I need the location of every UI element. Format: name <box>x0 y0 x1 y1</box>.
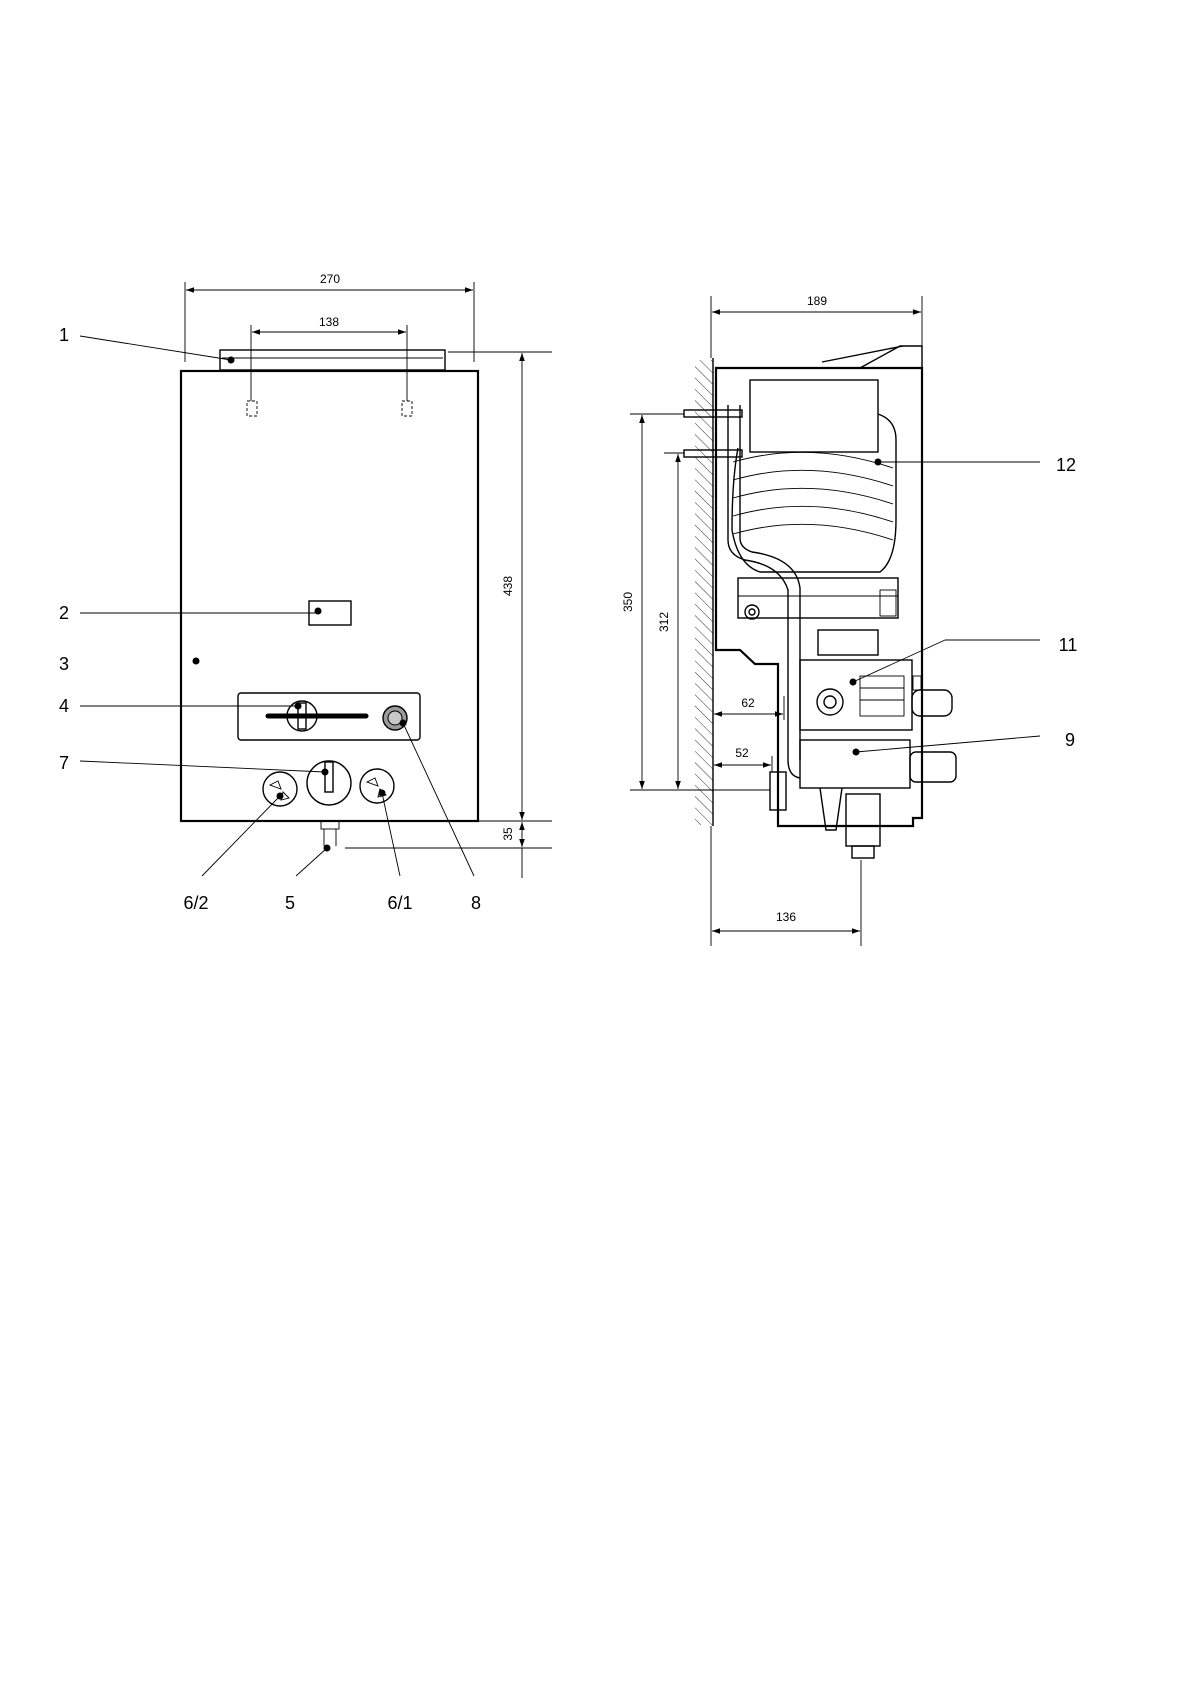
outlet-nozzle <box>846 794 880 846</box>
dim-depth: 189 <box>807 294 827 308</box>
water-pipe <box>728 405 800 778</box>
dim-hanger-spacing: 138 <box>319 315 339 329</box>
front-view: 270 138 438 35 1 2 <box>59 272 552 913</box>
callout-2: 2 <box>59 603 69 623</box>
callout-4: 4 <box>59 696 69 716</box>
side-view: 189 350 312 62 52 136 12 11 9 <box>621 294 1077 946</box>
callout-12: 12 <box>1056 455 1076 475</box>
callout-6-2: 6/2 <box>183 893 208 913</box>
dim-wall-to-gas-inlet: 62 <box>741 696 755 710</box>
callout-1: 1 <box>59 325 69 345</box>
outlet-fitting <box>321 821 339 829</box>
water-inlet-fitting <box>910 752 956 782</box>
callout-7: 7 <box>59 753 69 773</box>
callout-3: 3 <box>59 654 69 674</box>
wall-hatch <box>695 360 713 825</box>
callout-6-1: 6/1 <box>387 893 412 913</box>
callout-8: 8 <box>471 893 481 913</box>
heat-exchanger-top <box>750 380 878 452</box>
hanger-slot-right <box>402 401 412 416</box>
dim-wall-to-water-inlet: 52 <box>735 746 749 760</box>
dim-wall-to-outlet: 136 <box>776 910 796 924</box>
flue-hood <box>220 350 445 370</box>
dim-overall-height: 438 <box>501 576 515 596</box>
front-casing <box>181 371 478 821</box>
dim-outlet-height: 35 <box>501 827 515 841</box>
water-valve <box>800 740 910 788</box>
dim-upper-fixing-height: 350 <box>621 592 635 612</box>
heat-exchanger-body <box>732 414 896 572</box>
dim-lower-fixing-height: 312 <box>657 612 671 632</box>
valve-top <box>818 630 878 655</box>
dim-overall-width: 270 <box>320 272 340 286</box>
gas-inlet-fitting <box>912 690 952 716</box>
callout-9: 9 <box>1065 730 1075 750</box>
hanger-slot-left <box>247 401 257 416</box>
burner <box>738 578 898 618</box>
gas-valve <box>800 660 912 730</box>
temperature-knob <box>307 761 351 805</box>
callout-5: 5 <box>285 893 295 913</box>
callout-11: 11 <box>1059 635 1078 655</box>
